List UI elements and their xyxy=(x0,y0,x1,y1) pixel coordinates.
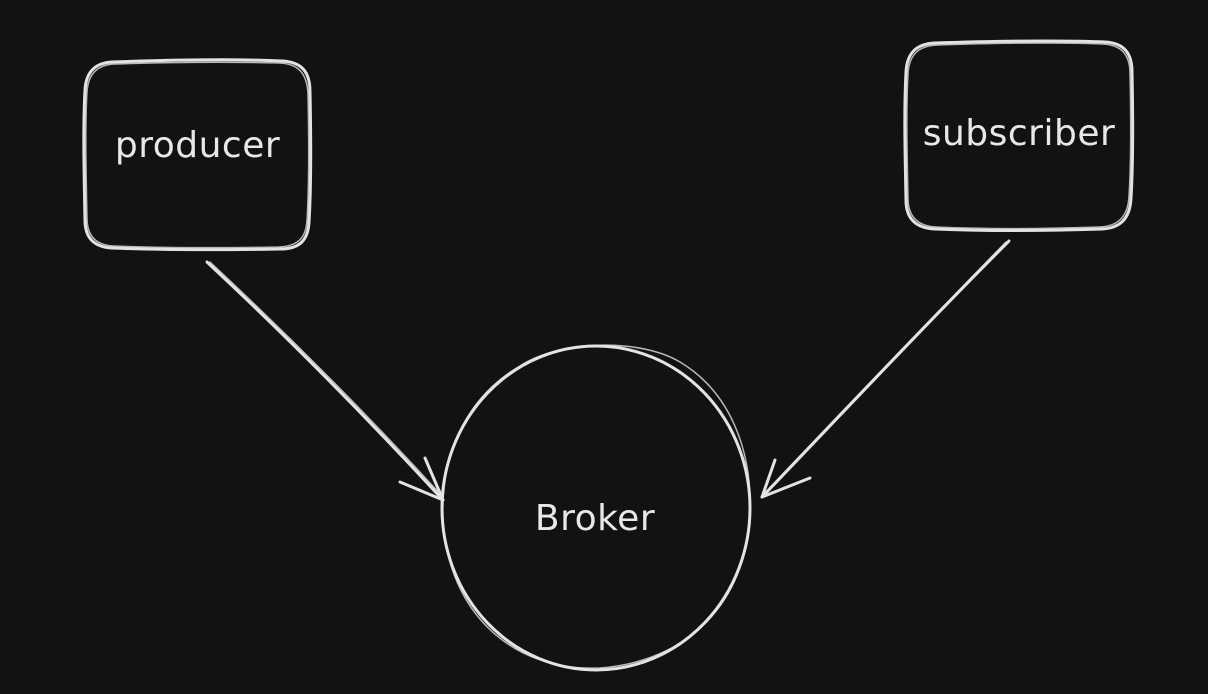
subscriber-label: subscriber xyxy=(922,113,1116,154)
producer-node[interactable] xyxy=(82,58,313,252)
producer-label: producer xyxy=(114,125,281,166)
broker-label: Broker xyxy=(534,498,656,539)
arrow-subscriber-to-broker xyxy=(760,239,1011,499)
arrow-producer-to-broker xyxy=(205,260,445,502)
subscriber-node[interactable] xyxy=(903,39,1135,232)
broker-node[interactable] xyxy=(440,344,752,672)
